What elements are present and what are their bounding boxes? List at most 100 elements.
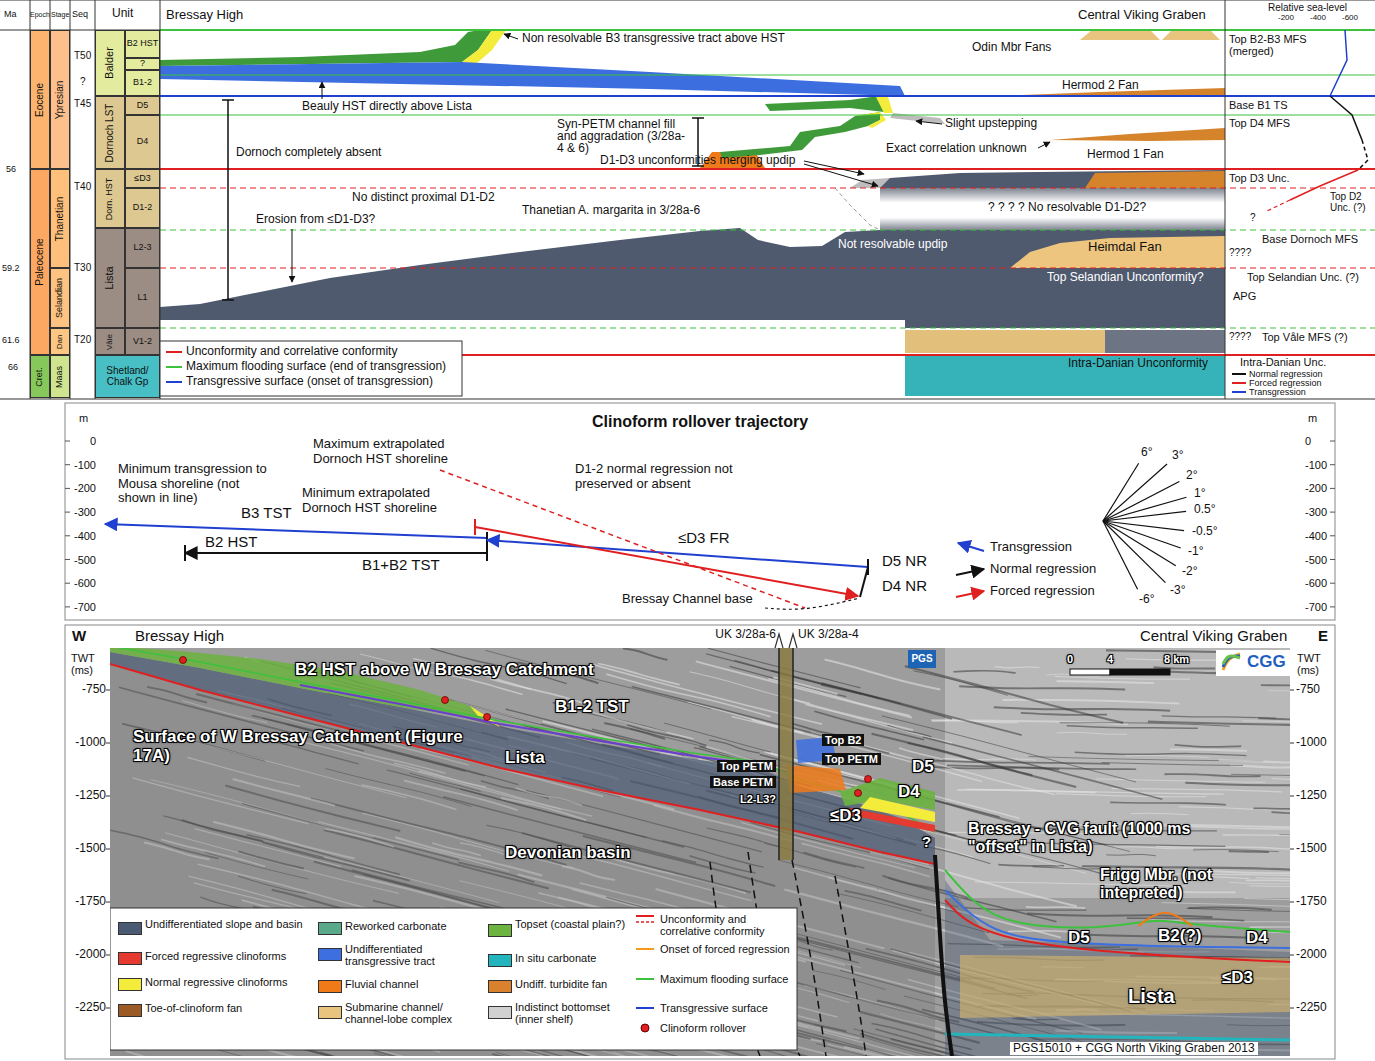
annotation-label: Base PETM — [710, 776, 776, 788]
annotation-label: Bressay - CVG fault (1000 ms "offset" in… — [968, 820, 1218, 856]
well-bore — [779, 648, 793, 860]
rollover-dot — [180, 657, 187, 664]
lista-package — [110, 652, 935, 864]
column-header: Epoch — [30, 11, 50, 19]
sea-level-curve — [1330, 96, 1362, 140]
annotation-label: D5 — [912, 757, 934, 776]
rollover-dot — [855, 790, 862, 797]
legend-text: Toe-of-clinoform fan — [145, 1002, 305, 1014]
region-name: Bressay High — [135, 628, 224, 645]
trajectory-label: D4 NR — [882, 578, 927, 595]
surface-name: Top Våle MFS (?) — [1262, 331, 1348, 343]
seismic-reflector — [1075, 752, 1247, 755]
axis-unit: m — [79, 412, 88, 424]
annotation-label: ???? — [1229, 331, 1251, 342]
seismic-reflector — [931, 720, 1128, 724]
stratigraphic-cell: Selandian — [50, 268, 70, 328]
axis-tick-label: -500 — [74, 553, 96, 565]
annotation-label: Lista — [1128, 985, 1175, 1007]
heimdal-fan — [1010, 236, 1225, 268]
seismic-reflector — [1057, 732, 1127, 734]
seismic-reflector — [1193, 850, 1279, 852]
cell-label: Lista — [104, 266, 116, 289]
scale-bar — [1070, 669, 1110, 675]
legend-text: Normal regressive clinoforms — [145, 976, 305, 988]
seismic-reflector — [1256, 878, 1290, 881]
legend-line-sample — [1232, 382, 1246, 384]
d5-clinoform — [876, 97, 893, 113]
axis-tick-label: -2250 — [75, 1001, 106, 1014]
surface-name: Top B2-B3 MFS (merged) — [1229, 33, 1321, 58]
legend-arrow-sample — [956, 569, 984, 575]
rollover-dot — [484, 714, 491, 721]
age-label: 56 — [6, 164, 16, 174]
pgs-logo — [908, 650, 936, 668]
annotation-label: Maximum extrapolated Dornoch HST shoreli… — [313, 437, 488, 466]
cell-label: Cret. — [35, 367, 44, 387]
bracket — [227, 100, 229, 300]
stratigraphic-cell: D5 — [125, 96, 160, 115]
legend-text: Undiff. turbidite fan — [515, 978, 630, 990]
age-label: 61.6 — [2, 335, 20, 345]
cell-label: Paleocene — [35, 238, 46, 285]
sea-level-curve — [1330, 30, 1347, 96]
axis-tick-label: -1250 — [1296, 789, 1327, 802]
seismic-reflector — [1156, 847, 1290, 850]
axis-tick-label: -2250 — [1296, 1001, 1327, 1014]
legend-swatch — [118, 978, 142, 991]
unconformity — [110, 664, 935, 864]
seismic-reflector — [1125, 755, 1209, 757]
b2-clinoform — [462, 30, 506, 64]
legend-text: Unconformity and correlative conformity — [660, 913, 790, 938]
seismic-reflector — [1222, 835, 1290, 838]
column-divider — [1225, 0, 1226, 399]
frigg-mound — [1138, 913, 1192, 926]
angle-ray — [1103, 521, 1165, 583]
leader-arrow — [804, 161, 864, 174]
annotation-label: Slight upstepping — [945, 117, 1037, 130]
chronostratigraphic-chart — [0, 0, 1375, 400]
axis-tick-label: -2000 — [75, 948, 106, 961]
stratigraphic-cell: Lista — [95, 228, 125, 328]
seismic-reflector — [821, 685, 952, 719]
tick-mark — [65, 606, 70, 607]
annotation-label: ? — [1250, 212, 1256, 223]
tick-mark — [65, 583, 70, 584]
axis-tick-label: -300 — [1305, 506, 1327, 518]
legend-swatch — [488, 980, 512, 993]
stratigraphic-cell: Shetland/ Chalk Gp — [95, 355, 160, 398]
tick-mark — [106, 902, 110, 903]
legend-text: Transgressive surface — [660, 1002, 790, 1014]
seismic-reflector — [953, 671, 1015, 673]
stratigraphic-surface — [160, 74, 1375, 75]
tick-mark — [1330, 464, 1335, 465]
tick-mark — [65, 512, 70, 513]
stratigraphic-surface — [160, 187, 1375, 188]
legend-line-sample — [1232, 373, 1246, 375]
legend-samples — [166, 352, 1246, 1032]
axis-tick-label: -200 — [1278, 14, 1294, 23]
main-fault — [935, 855, 952, 1056]
legend-arrow-sample — [958, 543, 984, 551]
stratigraphic-surface — [160, 168, 1375, 170]
column-header: Seq — [72, 9, 88, 19]
axis-tick-label: -2000 — [1296, 948, 1327, 961]
legend-text: Maximum flooding surface — [660, 973, 790, 985]
seismic-reflector — [1154, 667, 1215, 668]
well-line — [778, 648, 780, 860]
legend-text: Maximum flooding surface (end of transgr… — [186, 360, 446, 373]
seismic-reflector — [887, 725, 931, 736]
axis-tick-label: -1000 — [1296, 736, 1327, 749]
column-header: Unit — [112, 7, 133, 20]
annotation-label: Thanetian A. margarita in 3/28a-6 — [522, 204, 700, 217]
angle-ray — [1103, 497, 1186, 521]
cell-label: Dornoch LST — [105, 103, 116, 162]
axis-tick-label: -100 — [1305, 459, 1327, 471]
surface-name: Top D2 Unc. (?) — [1330, 191, 1372, 213]
stratigraphic-cell: L1 — [125, 268, 160, 328]
bracket — [222, 99, 234, 101]
panel-border — [0, 399, 1375, 400]
b2-hst — [160, 30, 492, 66]
axis-tick-label: -700 — [1305, 601, 1327, 613]
